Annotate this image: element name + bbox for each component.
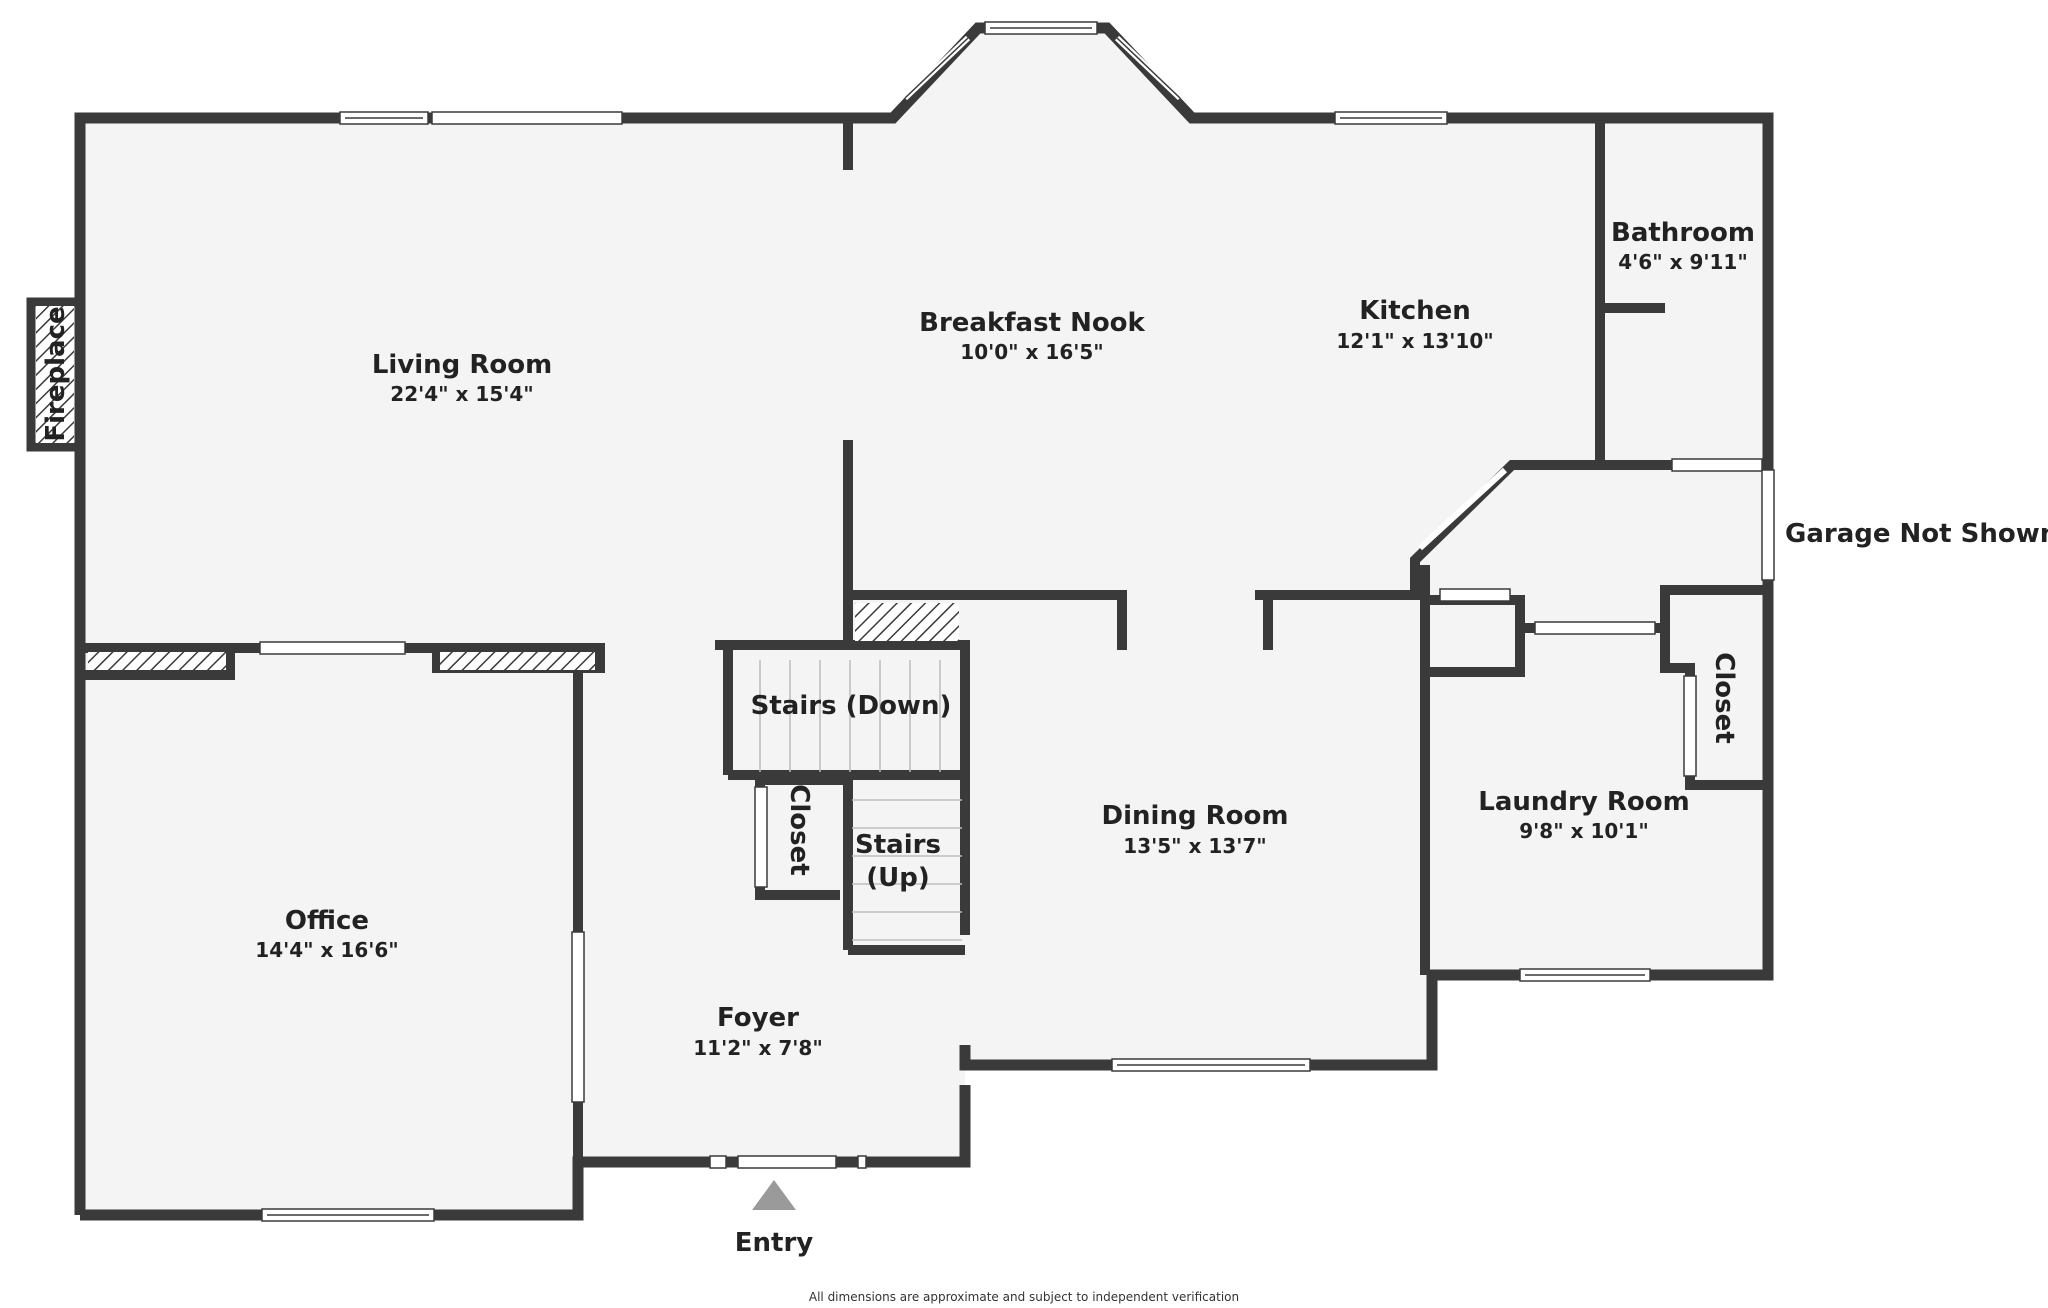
breakfast-nook-name: Breakfast Nook (919, 308, 1145, 338)
living-room-name: Living Room (372, 350, 552, 380)
closet-center-label: Closet (784, 784, 814, 875)
fireplace-hatch (36, 306, 74, 443)
hatched-wall-right (440, 652, 595, 670)
office-dims: 14'4" x 16'6" (255, 938, 398, 962)
fireplace-label: Fireplace (41, 306, 71, 441)
living-room-dims: 22'4" x 15'4" (390, 382, 533, 406)
dining-room-dims: 13'5" x 13'7" (1123, 834, 1266, 858)
hatched-wall-left (88, 652, 226, 670)
bathroom-name: Bathroom (1611, 218, 1755, 248)
entry-label: Entry (735, 1228, 814, 1258)
stairs-up (852, 799, 962, 941)
bay-window-frames (904, 37, 1181, 99)
foyer-name: Foyer (717, 1003, 799, 1033)
laundry-room-dims: 9'8" x 10'1" (1519, 819, 1649, 843)
stairs-up-label-line2: (Up) (866, 863, 930, 893)
office-name: Office (285, 906, 369, 936)
foyer-dims: 11'2" x 7'8" (693, 1036, 823, 1060)
windows (259, 21, 1775, 1222)
closet-right-label: Closet (1709, 652, 1739, 743)
stairs-down-label: Stairs (Down) (751, 691, 952, 721)
kitchen-name: Kitchen (1359, 296, 1471, 326)
disclaimer: All dimensions are approximate and subje… (808, 1290, 1240, 1304)
stairs-down (759, 660, 941, 772)
bathroom-dims: 4'6" x 9'11" (1618, 250, 1748, 274)
entry-arrow-icon (752, 1180, 796, 1210)
interior-walls (80, 120, 1768, 1162)
dining-room-name: Dining Room (1102, 801, 1289, 831)
laundry-room-name: Laundry Room (1478, 787, 1689, 817)
garage-label: Garage Not Shown (1785, 519, 2048, 549)
hatched-wall-stairs (855, 603, 959, 641)
breakfast-nook-dims: 10'0" x 16'5" (960, 340, 1103, 364)
stairs-up-label-line1: Stairs (855, 830, 941, 860)
kitchen-dims: 12'1" x 13'10" (1336, 329, 1493, 353)
